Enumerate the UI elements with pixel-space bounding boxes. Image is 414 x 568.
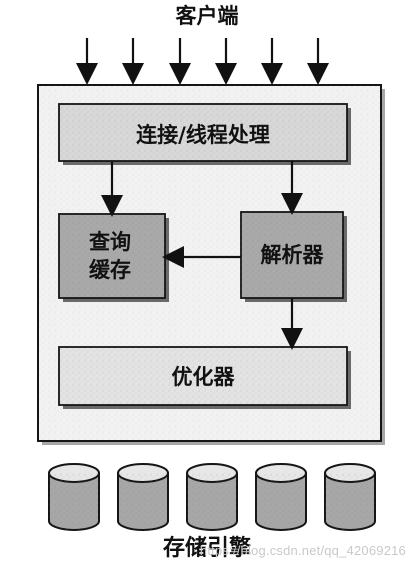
storage-engine-cylinder-4 [255,463,307,531]
connection-layer-label: 连接/线程处理 [136,123,270,147]
optimizer-grain [59,347,347,405]
query-cache-label-line1: 查询 [89,230,131,254]
connection-layer-grain [59,104,347,161]
storage-engine-cylinder-2 [117,463,169,531]
storage-engine-cylinder-5 [324,463,376,531]
watermark: https://blog.csdn.net/qq_42069216 [199,543,406,558]
storage-engine-cylinder-1 [48,463,100,531]
client-label: 客户端 [176,4,239,28]
query-cache-label-line2: 缓存 [89,258,131,282]
storage-engine-cylinder-3 [186,463,238,531]
parser-label: 解析器 [261,243,325,267]
internal-arrows [101,161,303,350]
storage-engines [48,463,376,531]
optimizer-label: 优化器 [172,365,236,389]
client-arrows [76,38,329,85]
query-cache-grain [59,214,165,298]
parser-grain [241,212,343,298]
storage-engine-label: 存储引擎 [163,535,251,561]
